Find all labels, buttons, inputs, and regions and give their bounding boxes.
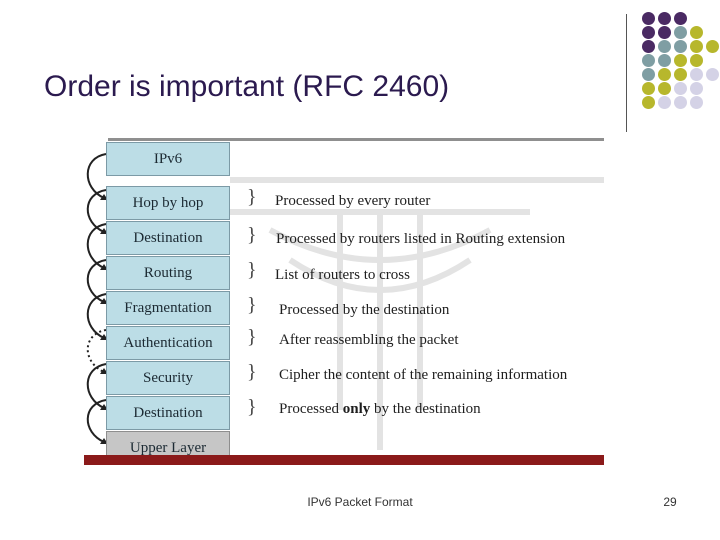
desc-authentication: After reassembling the packet (279, 332, 459, 348)
top-rule (108, 138, 604, 141)
background-watermark (230, 177, 604, 450)
brace-icon: } (247, 259, 257, 281)
brace-icon: } (247, 224, 257, 246)
desc-routing: List of routers to cross (275, 267, 410, 283)
bottom-red-bar (84, 455, 604, 465)
brace-icon: } (247, 294, 257, 316)
slide-footer: IPv6 Packet Format (307, 495, 413, 509)
brace-icon: } (247, 396, 257, 418)
desc-destination-final: Processed only by the destination (279, 401, 481, 418)
title-divider (626, 14, 627, 132)
desc-fragmentation: Processed by the destination (279, 302, 450, 318)
brace-icon: } (247, 326, 257, 348)
desc-emphasis: only (342, 401, 371, 417)
brace-icon: } (247, 186, 257, 208)
desc-hop-by-hop: Processed by every router (275, 193, 431, 209)
slide-title: Order is important (RFC 2460) (44, 70, 450, 103)
desc-destination: Processed by routers listed in Routing e… (276, 231, 566, 247)
brace-icon: } (247, 361, 257, 383)
header-box-authentication: Authentication (106, 326, 230, 360)
desc-part: Processed (279, 401, 343, 417)
header-box-routing: Routing (106, 256, 230, 290)
header-box-ipv6: IPv6 (106, 142, 230, 176)
header-box-destination: Destination (106, 221, 230, 255)
header-box-destination-final: Destination (106, 396, 230, 430)
header-box-security: Security (106, 361, 230, 395)
desc-security: Cipher the content of the remaining info… (279, 367, 568, 383)
desc-part: by the destination (370, 401, 481, 417)
header-box-hop-by-hop: Hop by hop (106, 186, 230, 220)
page-number: 29 (663, 495, 677, 509)
header-box-fragmentation: Fragmentation (106, 291, 230, 325)
next-header-chain-arrows (86, 153, 108, 444)
